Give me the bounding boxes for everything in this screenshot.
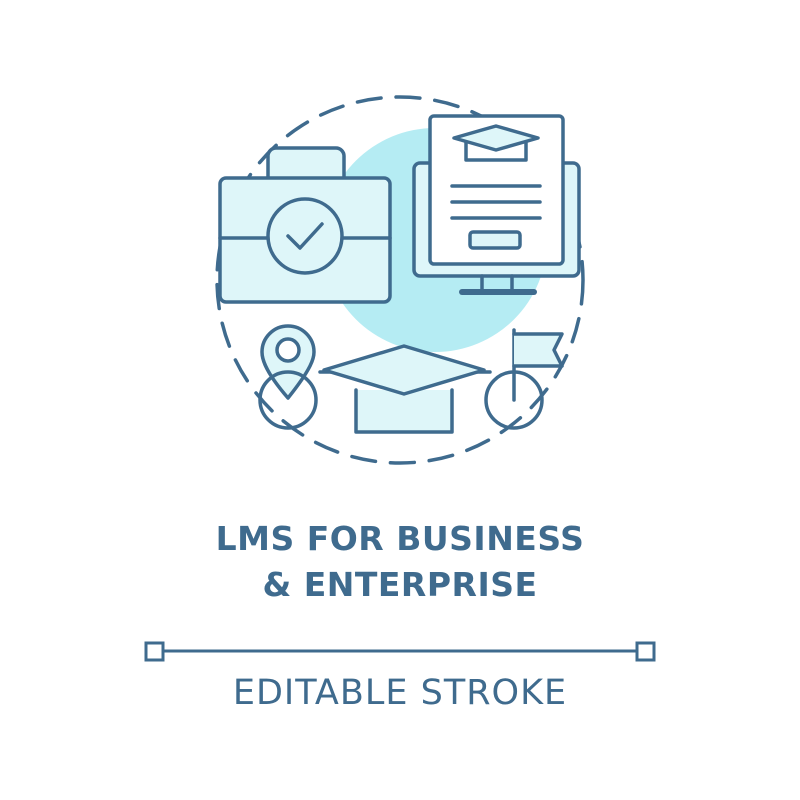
title-line-1: LMS FOR BUSINESS [215,519,585,558]
stroke-handle-left [144,641,165,662]
concept-illustration [215,95,585,465]
briefcase-check-icon [218,146,392,304]
dashed-ring [215,95,585,465]
computer-certificate-icon [412,114,581,295]
stroke-handle-right [635,641,656,662]
graduation-cap-icon [318,344,492,434]
title-line-2: & ENTERPRISE [262,565,538,604]
editable-stroke-sample [144,641,656,662]
editable-stroke-caption: EDITABLE STROKE [232,673,568,713]
goal-flag-icon [484,328,564,430]
location-pin-icon [258,324,318,430]
